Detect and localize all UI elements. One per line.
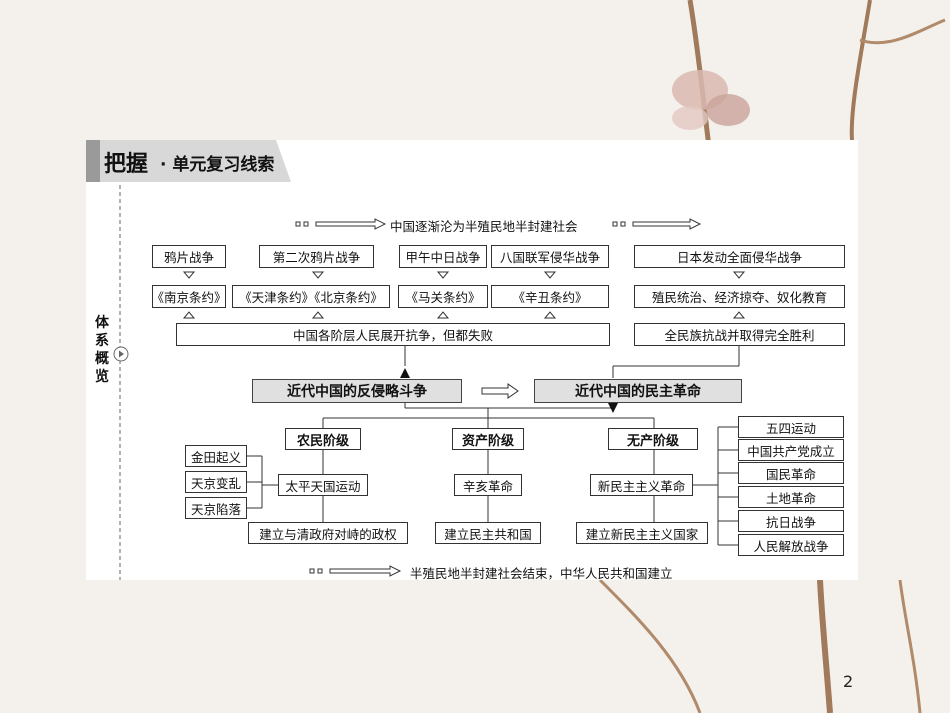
main-democratic-revolution: 近代中国的民主革命 — [534, 379, 742, 403]
peasant-event-tianjing-incident: 天京变乱 — [185, 471, 247, 493]
proletarian-event-national-revolution: 国民革命 — [738, 462, 844, 484]
header-banner — [86, 140, 306, 182]
movement-xinhai: 辛亥革命 — [454, 474, 522, 496]
result-republic: 建立民主共和国 — [435, 522, 541, 544]
war-opium: 鸦片战争 — [152, 245, 226, 268]
proletarian-event-ccp-founding: 中国共产党成立 — [738, 439, 844, 461]
war-japan-full-invasion: 日本发动全面侵华战争 — [634, 245, 845, 268]
war-second-opium: 第二次鸦片战争 — [259, 245, 374, 268]
result-new-democratic-state: 建立新民主主义国家 — [576, 522, 708, 544]
bottom-banner-text: 半殖民地半封建社会结束，中华人民共和国建立 — [410, 566, 673, 581]
japan-colonial-rule: 殖民统治、经济掠夺、奴化教育 — [634, 285, 845, 308]
movement-new-democratic: 新民主主义革命 — [590, 474, 693, 496]
header-title: 把握 — [104, 152, 149, 177]
peasant-event-jintian: 金田起义 — [185, 445, 247, 467]
resistance-left: 中国各阶层人民展开抗争，但都失败 — [176, 323, 610, 346]
class-peasant: 农民阶级 — [285, 428, 361, 450]
treaty-boxer: 《辛丑条约》 — [491, 285, 609, 308]
play-circle-icon — [113, 346, 129, 362]
peasant-event-tianjing-fall: 天京陷落 — [185, 497, 247, 519]
class-bourgeois: 资产阶级 — [452, 428, 524, 450]
treaty-shimonoseki: 《马关条约》 — [398, 285, 488, 308]
proletarian-event-may-fourth: 五四运动 — [738, 416, 844, 438]
result-taiping-regime: 建立与清政府对峙的政权 — [248, 522, 408, 544]
header-subtitle: · 单元复习线索 — [160, 155, 275, 175]
movement-taiping: 太平天国运动 — [278, 474, 368, 496]
class-proletariat: 无产阶级 — [608, 428, 698, 450]
main-anti-aggression: 近代中国的反侵略斗争 — [252, 379, 462, 403]
side-label: 体系概览 — [90, 314, 114, 386]
war-sino-japanese: 甲午中日战争 — [399, 245, 487, 268]
treaty-nanjing: 《南京条约》 — [152, 285, 227, 308]
proletarian-event-anti-japanese-war: 抗日战争 — [738, 510, 844, 532]
side-label-text: 体系概览 — [95, 315, 109, 385]
proletarian-event-land-revolution: 土地革命 — [738, 486, 844, 508]
treaty-tianjin-beijing: 《天津条约》《北京条约》 — [232, 285, 390, 308]
page-number: 2 — [843, 672, 854, 691]
top-banner-text: 中国逐渐沦为半殖民地半封建社会 — [390, 219, 578, 234]
proletarian-event-liberation-war: 人民解放战争 — [738, 534, 844, 556]
resistance-right: 全民族抗战并取得完全胜利 — [634, 323, 845, 346]
war-eight-nation: 八国联军侵华战争 — [491, 245, 609, 268]
